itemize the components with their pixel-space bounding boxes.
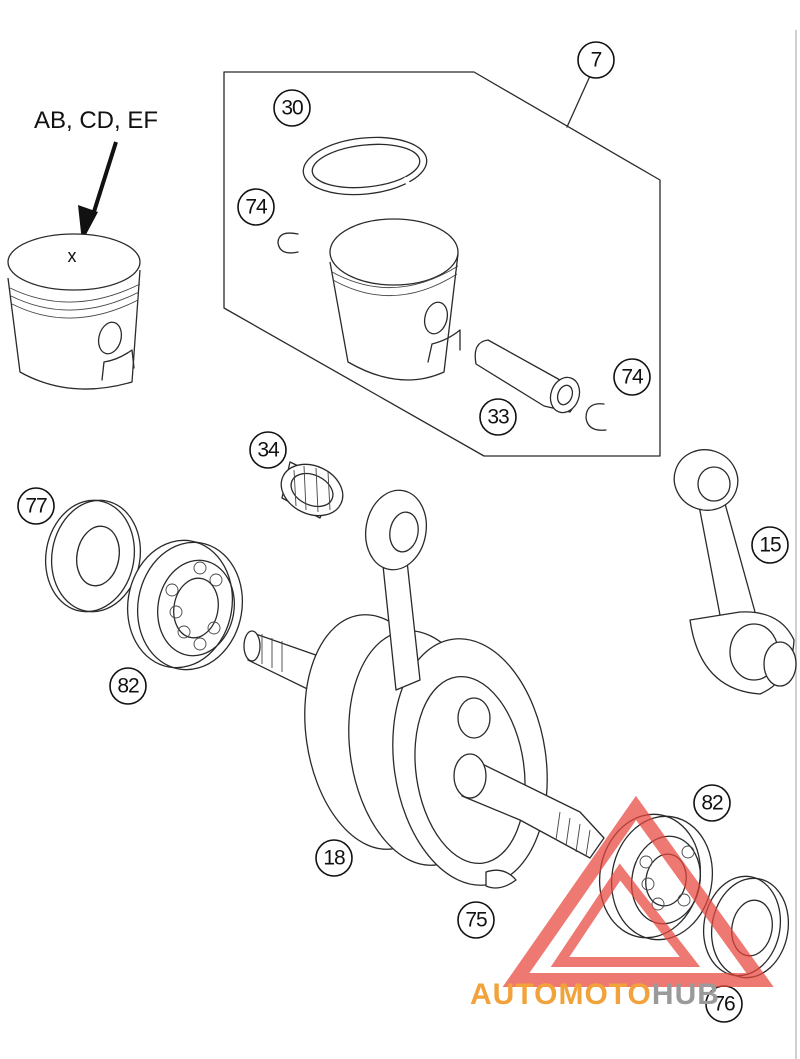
- callout-77: 77: [17, 487, 55, 525]
- svg-text:76: 76: [713, 993, 735, 1016]
- callout-30: 30: [273, 89, 311, 127]
- crankshaft: [243, 489, 605, 886]
- circlip-bottom: [585, 403, 607, 431]
- callout-82-left: 82: [109, 667, 147, 705]
- connecting-rod: [673, 449, 797, 695]
- piston-pin: [474, 339, 581, 414]
- seal-left: [44, 499, 142, 613]
- needle-bearing: [280, 461, 344, 519]
- kit-leader: [566, 75, 591, 128]
- svg-text:30: 30: [281, 97, 303, 120]
- svg-text:34: 34: [257, 439, 280, 462]
- variant-note: AB, CD, EF: [34, 107, 158, 134]
- callout-74-bottom: 74: [613, 358, 651, 396]
- callout-15: 15: [751, 526, 789, 564]
- svg-text:74: 74: [621, 366, 644, 389]
- callout-33: 33: [479, 398, 517, 436]
- circlip-top: [277, 232, 299, 254]
- watermark-logo: [502, 795, 774, 987]
- piston: [329, 218, 461, 381]
- callout-18: 18: [315, 839, 353, 877]
- svg-text:33: 33: [487, 406, 509, 429]
- svg-text:74: 74: [245, 196, 268, 219]
- svg-text:77: 77: [25, 495, 47, 518]
- svg-text:15: 15: [759, 534, 781, 557]
- svg-text:82: 82: [701, 792, 723, 815]
- piston-ring: [302, 136, 428, 196]
- svg-text:82: 82: [117, 675, 139, 698]
- svg-text:75: 75: [465, 909, 487, 932]
- svg-text:7: 7: [591, 49, 602, 72]
- callout-82-right: 82: [693, 784, 731, 822]
- watermark-brand-grey: HUB: [652, 978, 720, 1011]
- callout-75: 75: [457, 901, 495, 939]
- piston-kit-frame: [223, 71, 661, 457]
- reference-piston: [7, 233, 141, 390]
- callout-74-top: 74: [237, 188, 275, 226]
- woodruff-key: [485, 869, 517, 889]
- down-arrow-icon: [78, 141, 118, 242]
- watermark-brand: AUTOMOTOHUB: [470, 978, 720, 1011]
- callout-7: 7: [577, 41, 615, 79]
- svg-text:18: 18: [323, 847, 345, 870]
- bearing-left: [126, 539, 244, 671]
- piston-mark: x: [68, 246, 77, 266]
- callout-34: 34: [249, 431, 287, 469]
- watermark-brand-orange: AUTOMOTO: [470, 978, 652, 1011]
